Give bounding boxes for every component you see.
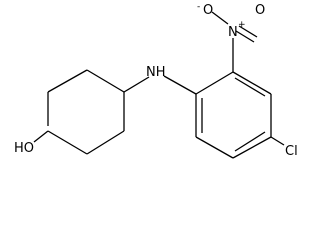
ring-bond	[47, 69, 88, 93]
ring-to-amine-bond	[123, 76, 150, 93]
nitro-oxygen-label: O	[203, 3, 213, 18]
chloro-label: Cl	[285, 144, 298, 159]
hydroxyl-label: HO	[14, 141, 34, 156]
structure-diagram: HO NH N + O - O Cl	[14, 2, 298, 159]
amine-label: NH	[146, 65, 166, 80]
ring-bond	[86, 69, 125, 93]
nitro-nitrogen-label: N	[228, 25, 238, 40]
aromatic-inner-bond	[234, 131, 266, 152]
hydroxyl-bond	[33, 130, 49, 143]
ring-bond	[86, 130, 125, 155]
aryl-to-chloro-bond	[270, 136, 285, 146]
benzene-ring	[195, 71, 272, 159]
ring-bond	[47, 130, 88, 155]
nitro-nitrogen-charge: +	[238, 20, 246, 30]
aromatic-inner-bond	[234, 77, 266, 97]
nitro-oxygen-double-label: O	[255, 3, 265, 18]
ring-bond	[232, 71, 272, 95]
nitro-oxygen-charge: -	[197, 2, 200, 12]
cyclohexane-ring	[47, 69, 125, 155]
ring-bond	[195, 71, 234, 95]
ring-bond	[232, 136, 272, 159]
amine-to-aryl-bond	[163, 75, 197, 95]
molecule-drawing: HO NH N + O - O Cl	[14, 2, 298, 159]
nitro-double-bond	[238, 25, 258, 38]
ring-bond	[195, 136, 234, 159]
nitro-double-bond	[235, 30, 255, 43]
nitro-n-o-bond	[211, 11, 229, 25]
